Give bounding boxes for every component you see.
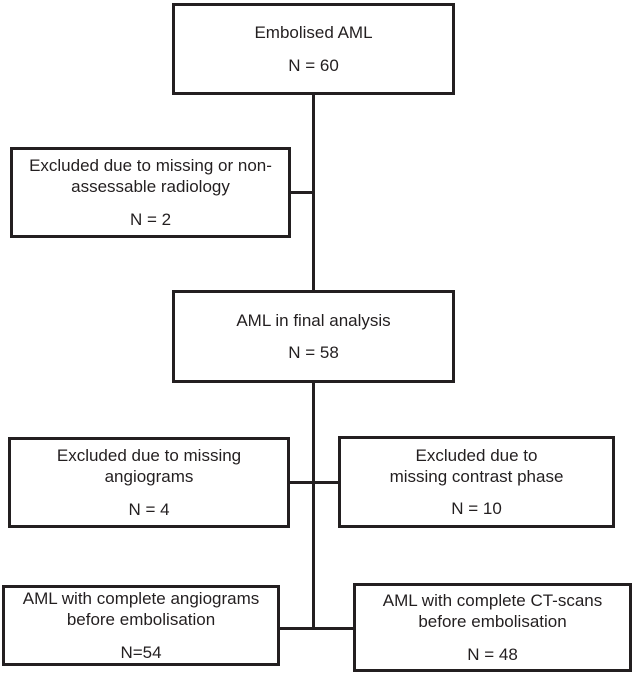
flow-box-count: N = 2 [129, 209, 172, 229]
flow-box-count: N=54 [120, 642, 162, 662]
flow-box-label: Embolised AML [254, 23, 373, 43]
flow-box-count: N = 60 [288, 55, 339, 75]
flow-box-label: Excluded due to missing or non-assessabl… [29, 156, 272, 197]
flow-box-label: Excluded due to missing contrast phase [389, 445, 564, 486]
connector-embolised-to-final [312, 95, 315, 290]
flow-box-count: N = 58 [288, 343, 339, 362]
flow-box-label: AML in final analysis [236, 310, 391, 330]
connector-excluded-radiology-branch [291, 191, 312, 194]
flow-box-excluded-angiograms: Excluded due to missing angiograms N = 4 [8, 437, 290, 528]
flow-box-final-analysis: AML in final analysis N = 58 [172, 290, 455, 383]
flow-box-label: AML with complete CT-scans before emboli… [382, 591, 603, 632]
flow-box-complete-angiograms: AML with complete angiograms before embo… [2, 585, 280, 666]
flow-box-excluded-radiology: Excluded due to missing or non-assessabl… [10, 147, 291, 238]
flow-box-count: N = 10 [451, 499, 502, 519]
flow-box-count: N = 4 [128, 499, 170, 519]
connector-final-to-bottom [312, 383, 315, 629]
flow-box-excluded-contrast-phase: Excluded due to missing contrast phase N… [338, 436, 615, 528]
flow-box-embolised-aml: Embolised AML N = 60 [172, 3, 455, 95]
flow-box-count: N = 48 [467, 644, 518, 664]
connector-bottom-boxes-join [280, 627, 353, 630]
flow-box-label: Excluded due to missing angiograms [56, 446, 242, 487]
flow-box-complete-ctscans: AML with complete CT-scans before emboli… [353, 583, 632, 672]
flow-box-label: AML with complete angiograms before embo… [22, 589, 260, 630]
connector-exclusions-branch [290, 481, 338, 484]
